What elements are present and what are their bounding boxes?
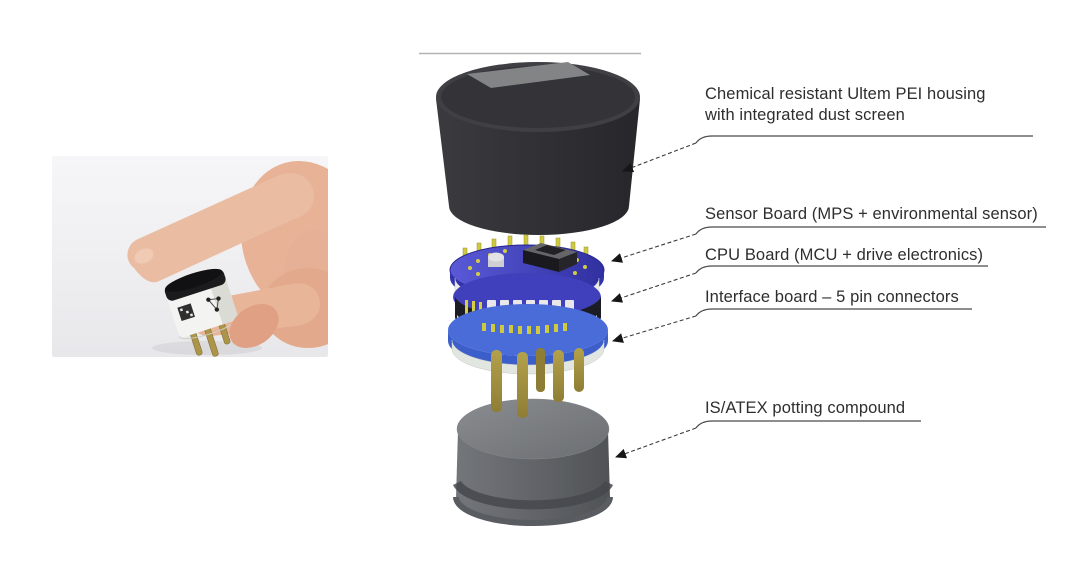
gold-pin	[553, 350, 564, 402]
housing-graphic	[436, 62, 640, 235]
leader-underline-potting	[695, 420, 921, 429]
label-cpu-board: CPU Board (MCU + drive electronics)	[705, 246, 984, 264]
label-sensor-board: Sensor Board (MPS + environmental sensor…	[705, 205, 1038, 223]
env-sensor-body	[488, 257, 504, 267]
middle-fingertip	[229, 304, 279, 348]
gold-pin	[574, 348, 584, 392]
photo-shadow	[152, 341, 262, 355]
interface-top-pins	[482, 323, 567, 334]
gold-pin	[517, 352, 528, 418]
cpu-side-pins	[465, 300, 482, 316]
label-dot	[216, 296, 221, 301]
label-housing: Chemical resistant Ultem PEI housing wit…	[705, 84, 986, 126]
interface-board-graphic	[448, 304, 608, 375]
board-stack-graphic	[448, 234, 608, 418]
leader-underline-cpu-board	[695, 265, 988, 274]
gold-pin	[491, 350, 502, 412]
mps-component-window	[535, 245, 566, 255]
datamatrix-dot	[185, 310, 189, 314]
leader-underline-interface-board	[695, 308, 972, 317]
potting-graphic	[452, 398, 614, 526]
index-fingernail	[134, 248, 154, 264]
sensor-datamatrix	[177, 303, 195, 322]
leader-arrow-interface-board	[612, 315, 697, 343]
sensor-top-face	[165, 268, 223, 292]
leader-arrow-housing	[622, 142, 697, 173]
mps-component-front	[523, 250, 559, 272]
potting-bottom-lip	[453, 496, 613, 526]
datamatrix-dot	[179, 308, 183, 312]
label-triangle	[207, 297, 220, 311]
label-dot	[214, 307, 220, 312]
label-housing-line2: with integrated dust screen	[705, 106, 905, 124]
index-finger	[127, 173, 314, 283]
leader-underline-housing	[695, 135, 1033, 144]
connector-pins-graphic	[491, 348, 584, 418]
housing-body	[436, 99, 640, 235]
potting-top-face	[456, 398, 610, 460]
label-potting: IS/ATEX potting compound	[705, 399, 906, 417]
leader-underline-sensor-board	[695, 226, 1046, 235]
leader-arrow-cpu-board	[611, 272, 697, 303]
label-housing-line1: Chemical resistant Ultem PEI housing	[705, 85, 986, 103]
datamatrix-dot	[189, 313, 194, 317]
dust-screen	[467, 62, 590, 88]
label-dot	[206, 297, 211, 302]
handheld-sensor	[164, 268, 239, 357]
gold-pin	[536, 348, 545, 392]
interface-board-edge	[448, 330, 608, 367]
env-sensor-top	[488, 252, 504, 262]
label-interface-board: Interface board – 5 pin connectors	[705, 288, 959, 306]
sensor-body-shade	[209, 279, 238, 325]
leader-arrow-potting	[615, 427, 697, 459]
leader-arrow-sensor-board	[611, 233, 697, 263]
hand-photo	[52, 156, 328, 357]
interface-bottom-ring	[451, 339, 605, 375]
hand-photo-graphic	[52, 156, 328, 357]
potting-groove	[452, 480, 614, 510]
mps-component-side	[559, 252, 577, 272]
leader-lines	[611, 135, 1046, 459]
